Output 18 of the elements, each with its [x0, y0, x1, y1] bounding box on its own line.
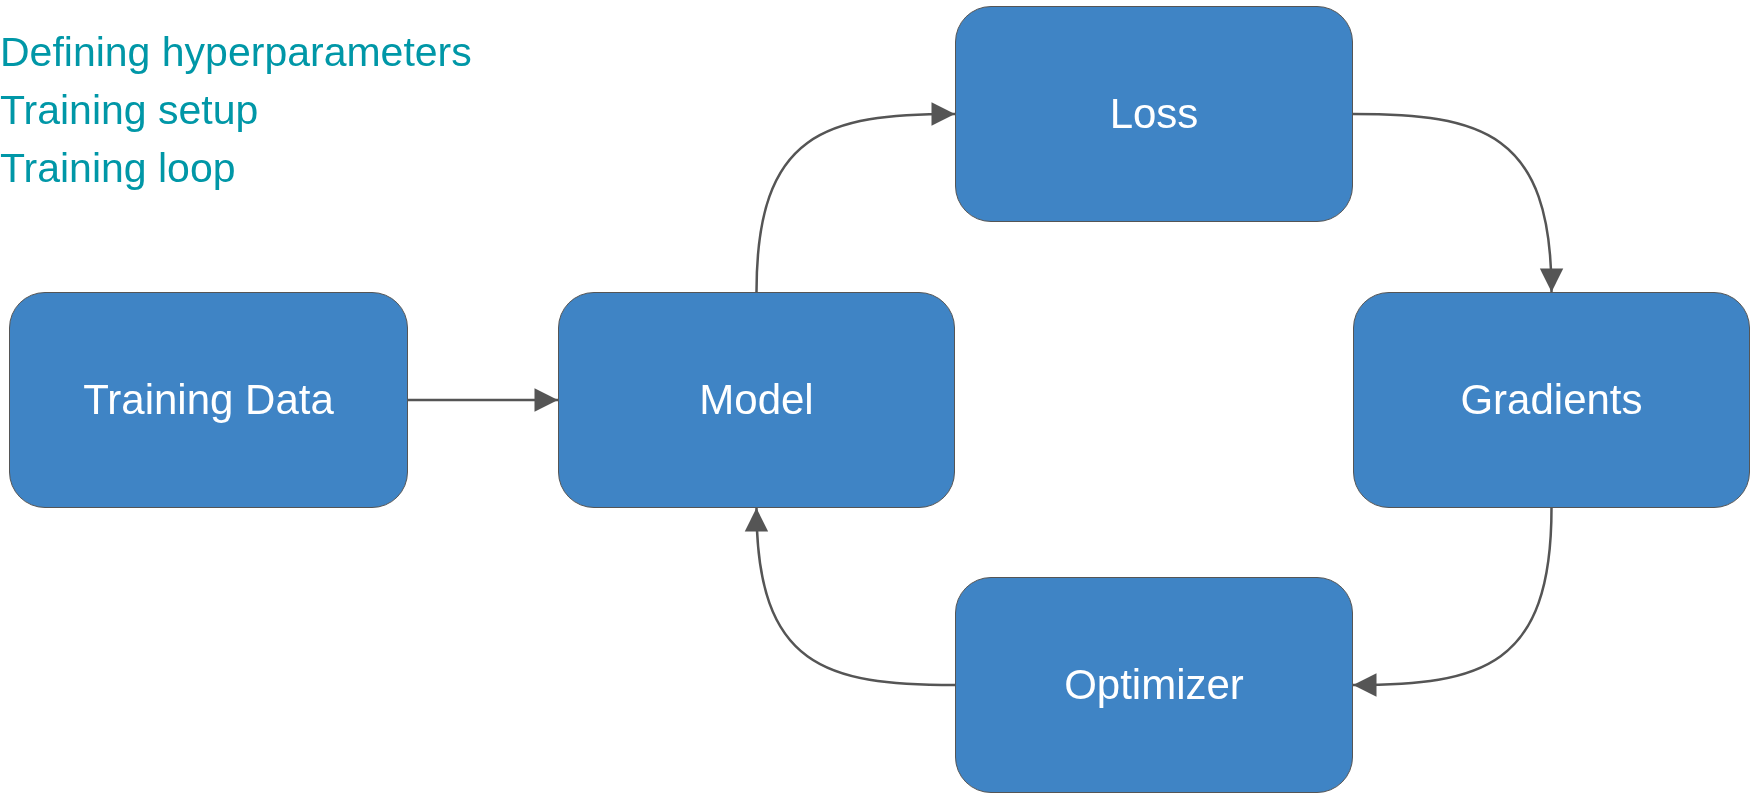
process-box: [955, 6, 1353, 222]
arrow: [1353, 112, 1563, 293]
node-label: Training Data: [83, 376, 334, 424]
arrow: [1353, 507, 1553, 697]
arrow: [745, 507, 955, 687]
node-label: Gradients: [1460, 376, 1643, 424]
process-box: [955, 577, 1353, 793]
node-label: Loss: [1109, 90, 1199, 138]
note-text: Defining hyperparameters: [0, 32, 472, 73]
node-label: Model: [699, 376, 814, 424]
note-text: Training setup: [0, 90, 259, 131]
node-label: Optimizer: [1064, 661, 1244, 709]
arrow: [408, 388, 558, 412]
process-box: [558, 292, 955, 508]
note-text: Training loop: [0, 148, 236, 189]
arrow: [755, 102, 955, 293]
process-box: [9, 292, 408, 508]
process-box: [1353, 292, 1750, 508]
